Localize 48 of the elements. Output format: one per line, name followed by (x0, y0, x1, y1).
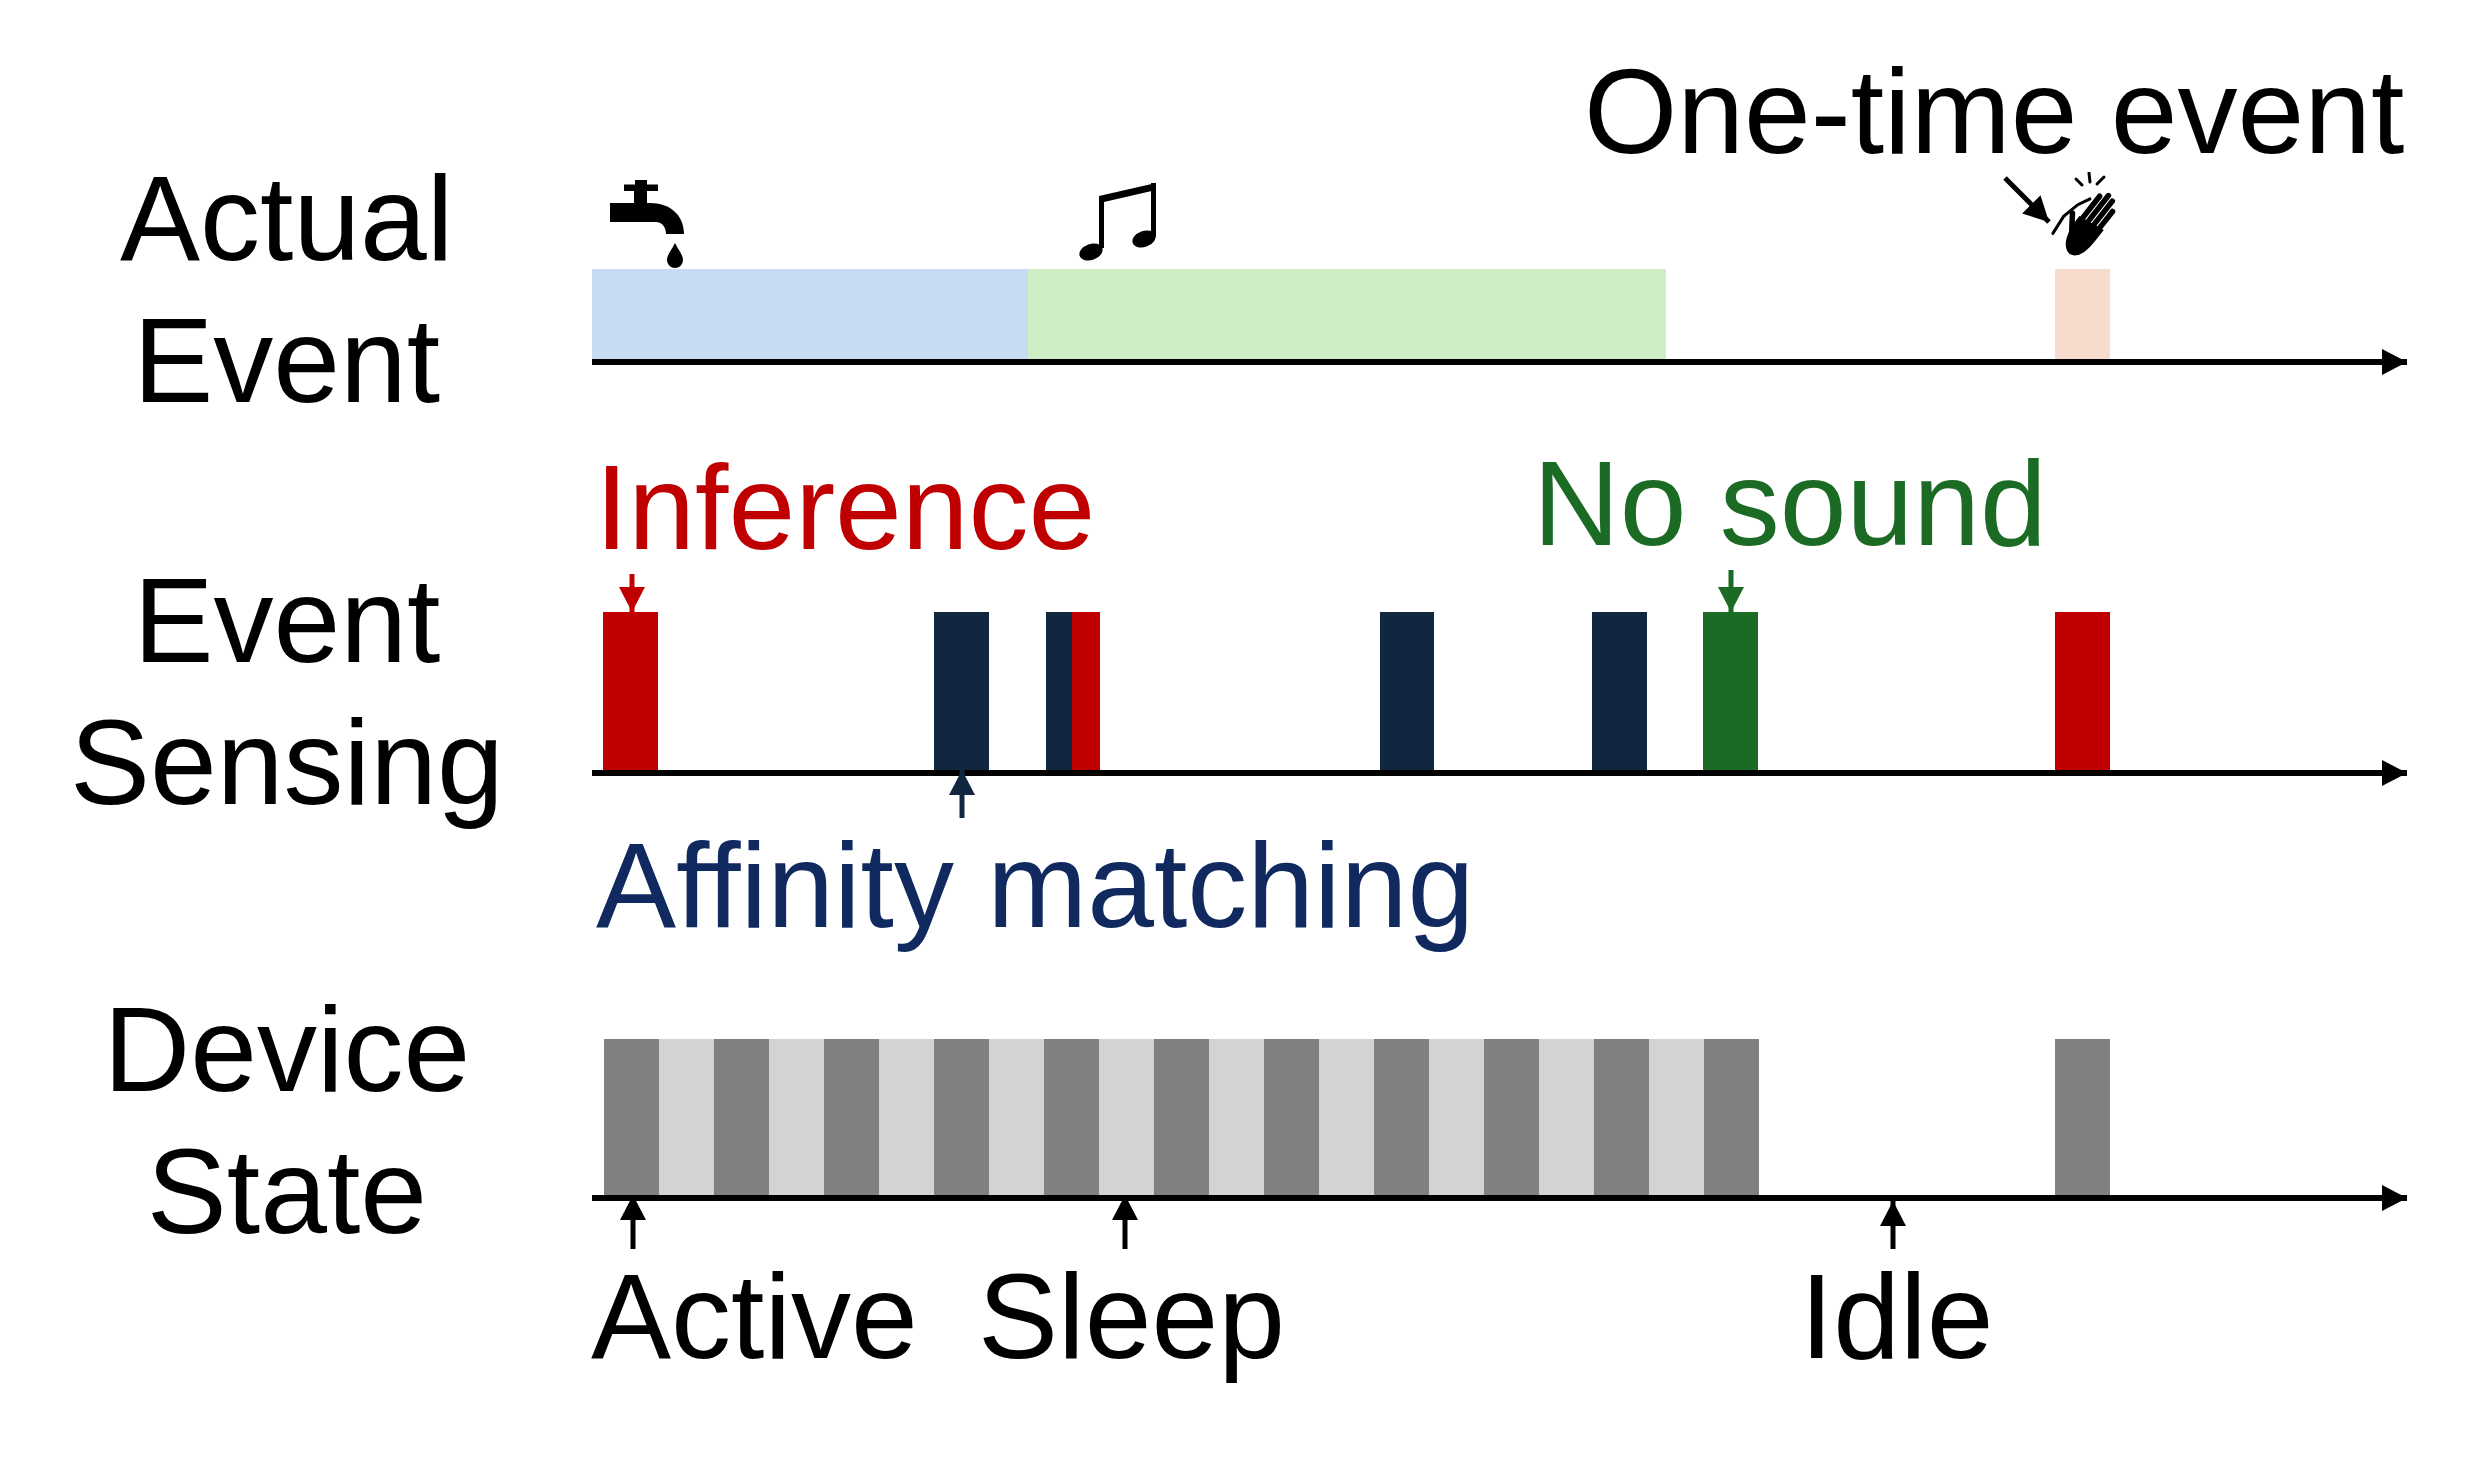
state-bar (1374, 1039, 1429, 1195)
state-bar (1649, 1039, 1704, 1195)
callout-label: No sound (1533, 436, 2047, 570)
callout-label: Active (591, 1249, 918, 1383)
state-bar (879, 1039, 934, 1195)
callout-label: Idle (1800, 1249, 1994, 1383)
state-bar (604, 1039, 659, 1195)
state-bar (1319, 1039, 1374, 1195)
state-bar (1594, 1039, 1649, 1195)
row-label: Device State (103, 981, 471, 1260)
sensing-bar (934, 612, 989, 770)
sensing-bar (1072, 612, 1100, 770)
leader-arrow (2003, 176, 2051, 224)
callout-label: Affinity matching (596, 818, 1475, 952)
event-bar (2055, 269, 2110, 359)
state-bar (659, 1039, 714, 1195)
state-bar (714, 1039, 769, 1195)
sensing-bar (1592, 612, 1647, 770)
sensing-bar (2055, 612, 2110, 770)
state-bar (1704, 1039, 1759, 1195)
sensing-bar (603, 612, 658, 770)
state-bar (1209, 1039, 1264, 1195)
state-bar (769, 1039, 824, 1195)
state-bar (2055, 1039, 2110, 1195)
row-label: Event Sensing (70, 552, 504, 831)
leader-arrow (1718, 570, 1744, 612)
state-bar (1099, 1039, 1154, 1195)
row-label: Actual Event (120, 150, 454, 429)
state-bar (824, 1039, 879, 1195)
sensing-bar (1703, 612, 1758, 770)
sensing-bar (1380, 612, 1434, 770)
state-bar (1484, 1039, 1539, 1195)
state-bar (1154, 1039, 1209, 1195)
callout-label: Inference (595, 440, 1096, 574)
event-bar (1028, 269, 1666, 359)
state-bar (934, 1039, 989, 1195)
state-bar (1429, 1039, 1484, 1195)
callout-label: One-time event (1584, 44, 2405, 178)
state-bar (989, 1039, 1044, 1195)
state-bar (1044, 1039, 1099, 1195)
event-bar (592, 269, 1028, 359)
sensing-bar (1046, 612, 1072, 770)
leader-arrow (949, 770, 975, 818)
state-bar (1539, 1039, 1594, 1195)
leader-arrow (1880, 1201, 1906, 1249)
state-bar (1264, 1039, 1319, 1195)
callout-label: Sleep (978, 1249, 1285, 1383)
leader-arrow (619, 574, 645, 612)
